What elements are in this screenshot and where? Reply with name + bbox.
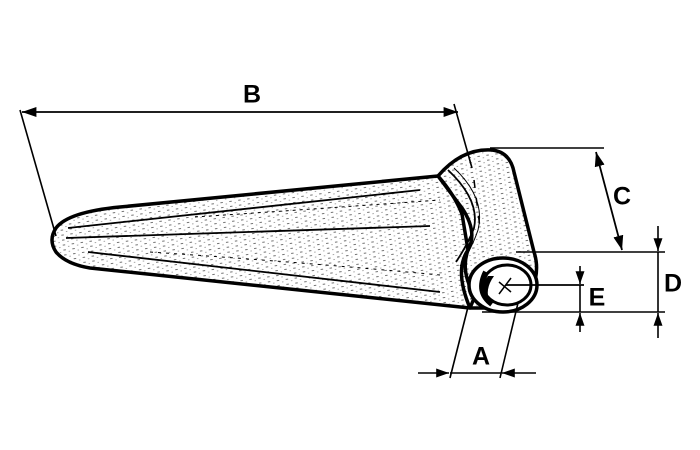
label-b: B [242,80,262,109]
shank-outline [50,174,477,310]
dimension-d [482,226,665,338]
tooth-body [50,148,539,314]
dimension-e [506,266,585,332]
label-d: D [663,269,683,298]
dimension-b [19,103,473,237]
dimension-c [490,147,624,251]
label-e: E [588,283,606,312]
label-c: C [612,182,632,211]
dimension-a [418,302,536,379]
label-a: A [471,342,491,371]
